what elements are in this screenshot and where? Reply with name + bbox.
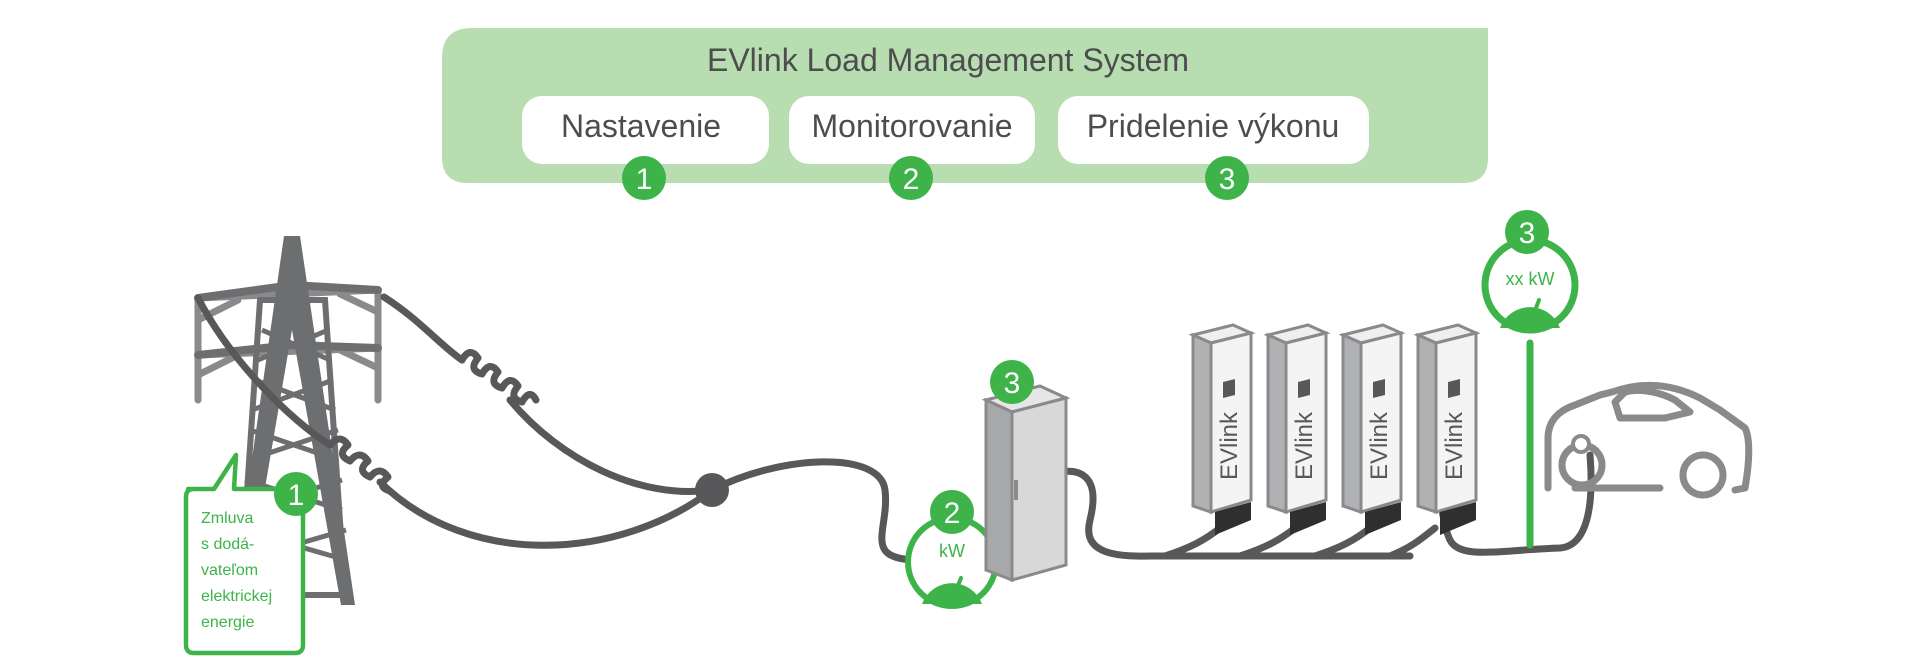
- contract-badge-number: 1: [288, 479, 305, 512]
- step-nastavenie: Nastavenie 1: [522, 96, 769, 200]
- contract-line-1: Zmluva: [201, 510, 254, 527]
- charger-meter-icon: xx kW 3: [1481, 210, 1579, 549]
- charger-row: EVlink EVlink EVlink EVlink: [1188, 323, 1481, 535]
- evlink-charger-3: EVlink: [1338, 323, 1406, 535]
- step-badge-2: [889, 156, 933, 200]
- evlink-charger-4: EVlink: [1413, 323, 1481, 535]
- evlink-charger-1-label: EVlink: [1216, 411, 1243, 480]
- evlink-charger-2-label: EVlink: [1291, 411, 1318, 480]
- step-pridelenie-vykonu: Pridelenie výkonu 3: [1058, 96, 1369, 200]
- step-label-1: Nastavenie: [561, 108, 721, 144]
- step-badge-3-number: 3: [1219, 163, 1236, 196]
- cabinet-badge-number: 3: [1004, 367, 1021, 400]
- charger-meter-badge-number: 3: [1519, 217, 1536, 250]
- evlink-charger-2: EVlink: [1263, 323, 1331, 535]
- evlink-charger-4-label: EVlink: [1441, 411, 1468, 480]
- power-tower-icon: [194, 236, 382, 605]
- electric-car-icon: [1544, 381, 1753, 499]
- electrical-cabinet-icon: 3: [981, 360, 1071, 583]
- contract-line-2: s dodá-: [201, 536, 254, 553]
- step-badge-1: [622, 156, 666, 200]
- cabinet-badge: [990, 360, 1034, 404]
- charger-meter-unit: xx kW: [1506, 269, 1555, 289]
- kw-meter-badge: [930, 490, 974, 534]
- step-badge-1-number: 1: [636, 163, 653, 196]
- header-title: EVlink Load Management System: [707, 42, 1189, 78]
- charger-meter-badge: [1505, 210, 1549, 254]
- step-badge-2-number: 2: [903, 163, 920, 196]
- kw-meter-badge-number: 2: [944, 497, 961, 530]
- step-badge-3: [1205, 156, 1249, 200]
- step-label-3: Pridelenie výkonu: [1087, 108, 1340, 144]
- header-panel: EVlink Load Management System Nastavenie…: [442, 28, 1488, 200]
- evlink-charger-1: EVlink: [1188, 323, 1256, 535]
- evlink-charger-3-label: EVlink: [1366, 411, 1393, 480]
- cable-junction: [695, 473, 729, 507]
- step-monitorovanie: Monitorovanie 2: [789, 96, 1035, 200]
- step-label-2: Monitorovanie: [812, 108, 1013, 144]
- kw-meter-unit: kW: [939, 541, 965, 561]
- contract-line-4: elektrickej: [201, 588, 272, 605]
- contract-badge: [274, 472, 318, 516]
- car-plug-icon: [1571, 434, 1591, 454]
- contract-callout: Zmluva s dodá- vateľom elektrickej energ…: [183, 452, 318, 656]
- kw-meter-icon: kW 2: [905, 490, 999, 609]
- contract-line-3: vateľom: [201, 562, 258, 579]
- contract-line-5: energie: [201, 614, 254, 631]
